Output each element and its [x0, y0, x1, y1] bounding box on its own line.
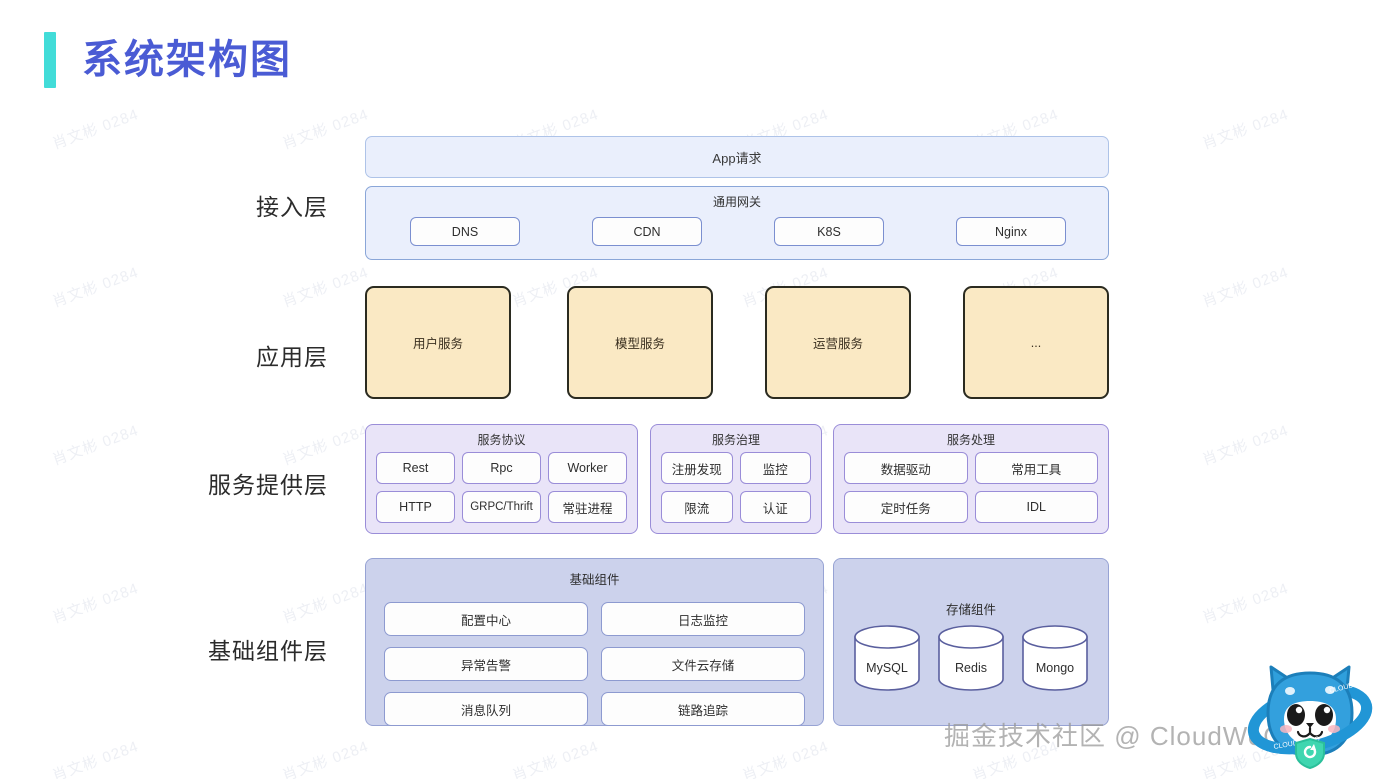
service-group-governance-title: 服务治理	[711, 433, 760, 447]
app-card-model[interactable]: 模型服务	[567, 286, 713, 399]
service-chip-ratelimit[interactable]: 限流	[661, 491, 733, 523]
service-handling-grid: 数据驱动 常用工具 定时任务 IDL	[844, 452, 1098, 523]
layer-label-base-component: 基础组件层	[208, 638, 328, 664]
brand-watermark: 掘金技术社区 @ CloudWeGo	[944, 657, 1376, 770]
database-cylinder-mongo[interactable]: Mongo	[1021, 625, 1089, 691]
database-cylinder-mysql[interactable]: MySQL	[853, 625, 921, 691]
app-request-box: App请求	[365, 136, 1109, 178]
database-label-mongo: Mongo	[1035, 661, 1075, 675]
layer-label-application: 应用层	[256, 344, 328, 370]
base-components-grid: 配置中心 日志监控 异常告警 文件云存储 消息队列 链路追踪	[384, 602, 805, 726]
service-group-handling: 服务处理 数据驱动 常用工具 定时任务 IDL	[833, 424, 1109, 534]
service-chip-cron[interactable]: 定时任务	[844, 491, 968, 523]
service-chip-rpc[interactable]: Rpc	[462, 452, 541, 484]
application-layer-row: 用户服务 模型服务 运营服务 ...	[365, 286, 1109, 399]
brand-watermark-text: 掘金技术社区 @ CloudWeGo	[944, 721, 1300, 751]
service-group-handling-title: 服务处理	[946, 433, 995, 447]
base-chip-config-center[interactable]: 配置中心	[384, 602, 588, 636]
base-components-title: 基础组件	[569, 573, 620, 587]
gateway-chip-k8s[interactable]: K8S	[774, 217, 884, 246]
service-chip-tools[interactable]: 常用工具	[974, 452, 1098, 484]
layer-label-service-provider: 服务提供层	[208, 472, 328, 498]
base-group-storage: 存储组件 MySQL Redis	[833, 558, 1109, 726]
base-chip-file-cloud[interactable]: 文件云存储	[601, 647, 805, 681]
service-chip-registry[interactable]: 注册发现	[661, 452, 733, 484]
gateway-chip-nginx[interactable]: Nginx	[956, 217, 1066, 246]
service-group-governance: 服务治理 注册发现 监控 限流 认证	[650, 424, 822, 534]
database-cylinder-redis[interactable]: Redis	[937, 625, 1005, 691]
cylinder-shape-icon	[1022, 625, 1088, 691]
service-chip-http[interactable]: HTTP	[376, 491, 455, 523]
title-accent-bar	[44, 32, 56, 88]
storage-title: 存储组件	[945, 603, 996, 617]
service-chip-grpc-thrift[interactable]: GRPC/Thrift	[462, 491, 541, 523]
gateway-chip-dns[interactable]: DNS	[410, 217, 520, 246]
service-chip-daemon[interactable]: 常驻进程	[548, 491, 627, 523]
cloudwego-dog-mascot-icon: CLOUDWEGO CLOUDWEGO	[1244, 657, 1376, 770]
app-card-user[interactable]: 用户服务	[365, 286, 511, 399]
layer-label-access: 接入层	[256, 194, 328, 220]
base-chip-message-queue[interactable]: 消息队列	[384, 692, 588, 726]
app-card-operation[interactable]: 运营服务	[765, 286, 911, 399]
service-chip-idl[interactable]: IDL	[974, 491, 1098, 523]
base-chip-log-monitor[interactable]: 日志监控	[601, 602, 805, 636]
cylinder-shape-icon	[938, 625, 1004, 691]
service-chip-auth[interactable]: 认证	[739, 491, 811, 523]
database-label-mysql: MySQL	[866, 661, 908, 675]
app-card-more[interactable]: ...	[963, 286, 1109, 399]
service-chip-worker[interactable]: Worker	[548, 452, 627, 484]
service-chip-monitor[interactable]: 监控	[739, 452, 811, 484]
service-governance-grid: 注册发现 监控 限流 认证	[661, 452, 811, 523]
service-chip-rest[interactable]: Rest	[376, 452, 455, 484]
service-group-protocol-title: 服务协议	[477, 433, 526, 447]
gateway-chip-row: DNS CDN K8S Nginx	[410, 217, 1066, 246]
service-chip-data-driven[interactable]: 数据驱动	[844, 452, 968, 484]
service-protocol-grid: Rest Rpc Worker HTTP GRPC/Thrift 常驻进程	[376, 452, 627, 523]
base-chip-exception-alert[interactable]: 异常告警	[384, 647, 588, 681]
cylinder-shape-icon	[854, 625, 920, 691]
page-title-group: 系统架构图	[44, 32, 292, 88]
gateway-title: 通用网关	[712, 195, 761, 209]
service-group-protocol: 服务协议 Rest Rpc Worker HTTP GRPC/Thrift 常驻…	[365, 424, 638, 534]
storage-cylinder-row: MySQL Redis Mongo	[834, 625, 1108, 691]
gateway-box: 通用网关 DNS CDN K8S Nginx	[365, 186, 1109, 260]
gateway-chip-cdn[interactable]: CDN	[592, 217, 702, 246]
page-title: 系统架构图	[82, 38, 292, 82]
base-chip-trace[interactable]: 链路追踪	[601, 692, 805, 726]
database-label-redis: Redis	[955, 661, 987, 675]
base-group-components: 基础组件 配置中心 日志监控 异常告警 文件云存储 消息队列 链路追踪	[365, 558, 824, 726]
